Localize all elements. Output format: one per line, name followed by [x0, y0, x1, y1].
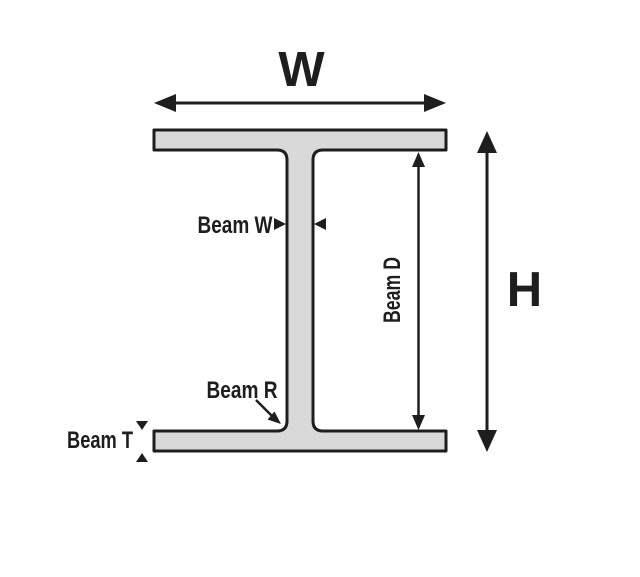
arrow-left-icon: [154, 94, 176, 112]
small-arrow-right-icon: [274, 218, 286, 230]
width-dimension-arrow: [154, 94, 446, 112]
arrow-up-icon: [477, 131, 497, 153]
beam-fillet-leader-line: [255, 399, 273, 417]
arrow-right-icon: [424, 94, 446, 112]
beam-depth-dimension-arrow: [412, 152, 425, 430]
beam-fillet-radius-label: Beam R: [207, 377, 278, 404]
height-label: H: [507, 263, 541, 317]
small-arrow-left-icon: [314, 218, 326, 230]
width-label: W: [278, 43, 325, 97]
beam-web-thickness-indicator: [274, 218, 326, 230]
height-dimension-arrow: [477, 131, 497, 452]
beam-web-thickness-label: Beam W: [198, 212, 273, 239]
small-arrow-down-icon: [412, 415, 425, 430]
small-arrow-up-icon: [412, 152, 425, 167]
arrow-down-icon: [477, 430, 497, 452]
beam-flange-thickness-label: Beam T: [67, 427, 133, 454]
beam-flange-thickness-indicator: [136, 421, 148, 462]
small-arrow-up-icon: [136, 453, 148, 462]
small-arrow-down-icon: [136, 421, 148, 430]
small-arrow-down-right-icon: [267, 411, 281, 424]
beam-depth-label: Beam D: [379, 257, 406, 323]
ibeam-cross-section-shape: [152, 128, 448, 453]
beam-fillet-radius-leader: [255, 399, 281, 424]
